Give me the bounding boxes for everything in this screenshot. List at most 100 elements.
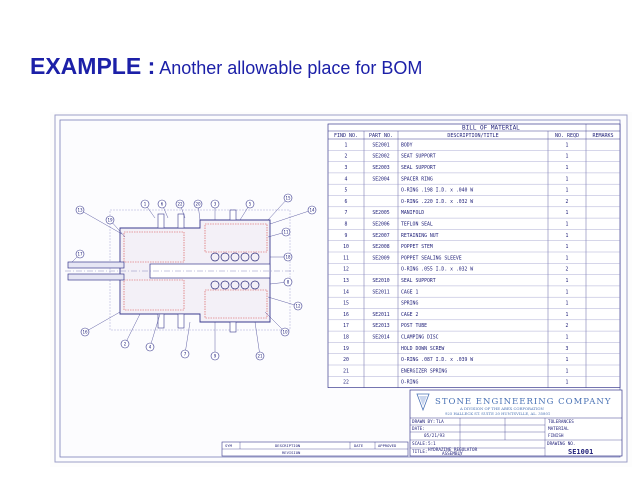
balloon-label: 2 <box>124 341 127 346</box>
bom-cell-description: BODY <box>401 142 413 148</box>
date-label: DATE: <box>412 426 425 432</box>
find-number-balloon: 15 <box>267 193 293 221</box>
bom-cell-find-no: 10 <box>343 244 349 250</box>
bom-header-remarks: REMARKS <box>592 133 613 139</box>
balloon-label: 4 <box>149 344 152 349</box>
bom-cell-find-no: 18 <box>343 334 349 340</box>
balloon-label: 15 <box>285 195 291 200</box>
revision-block: SYM DESCRIPTION DATE APPROVED REVISION <box>221 441 409 457</box>
bom-cell-part-no: SE2009 <box>372 255 389 261</box>
bom-cell-find-no: 6 <box>345 199 348 205</box>
bom-cell-description: SEAL SUPPORT <box>401 165 436 171</box>
bom-header-find-no: FIND NO. <box>334 133 358 139</box>
bom-frame <box>327 123 621 388</box>
bom-cell-qty: 1 <box>566 244 569 250</box>
find-number-balloon: 9 <box>210 322 220 361</box>
drawn-by-label: DRAWN BY: <box>412 419 435 425</box>
revision-caption: REVISION <box>282 450 301 455</box>
bom-row: 12 O-RING .055 I.D. x .032 W 2 <box>328 263 620 273</box>
balloon-label: 3 <box>214 201 217 206</box>
bom-cell-find-no: 20 <box>343 357 349 363</box>
bom-cell-find-no: 4 <box>345 176 348 182</box>
spring-coils-upper <box>210 252 260 262</box>
bom-cell-qty: 1 <box>566 255 569 261</box>
company-name: STONE ENGINEERING COMPANY <box>435 397 611 407</box>
bom-cell-find-no: 13 <box>343 278 349 284</box>
balloon-label: 14 <box>309 207 315 212</box>
bom-cell-description: O-RING <box>401 380 418 386</box>
title-block: STONE ENGINEERING COMPANY A DIVISION OF … <box>409 389 623 457</box>
bom-cell-qty: 2 <box>566 267 569 273</box>
bom-cell-description: O-RING .087 I.D. x .039 W <box>401 357 473 363</box>
cage-hatch-upper <box>204 223 268 253</box>
bom-cell-part-no: SE2011 <box>372 289 389 295</box>
balloon-label: 12 <box>295 303 301 308</box>
bom-cell-qty: 1 <box>566 357 569 363</box>
find-number-balloon: 17 <box>71 249 85 263</box>
bom-cell-part-no: SE2002 <box>372 154 389 160</box>
bom-cell-find-no: 12 <box>343 267 349 273</box>
balloon-label: 9 <box>214 353 217 358</box>
bom-cell-qty: 1 <box>566 380 569 386</box>
bom-cell-find-no: 9 <box>345 233 348 239</box>
bom-cell-part-no: SE2010 <box>372 278 389 284</box>
find-number-balloon: 1 <box>140 199 156 219</box>
company-subline-1: A DIVISION OF THE ABEX CORPORATION <box>459 406 545 411</box>
bom-cell-qty: 2 <box>566 323 569 329</box>
company-subline-2: 925 HALLECK ST. SUITE 20 HUNTSVILLE, AL.… <box>445 411 550 416</box>
bom-cell-qty: 1 <box>566 165 569 171</box>
bom-header-no-reqd: NO. REQD <box>555 133 579 139</box>
balloon-label: 10 <box>282 329 288 334</box>
bom-cell-find-no: 16 <box>343 312 349 318</box>
bom-cell-description: CAGE 2 <box>401 312 418 318</box>
bom-cell-find-no: 1 <box>345 142 348 148</box>
bom-cell-find-no: 22 <box>343 380 349 386</box>
balloon-label: 17 <box>77 251 83 256</box>
bom-cell-description: O-RING .055 I.D. x .032 W <box>401 267 473 273</box>
find-number-balloon: 14 <box>269 205 317 225</box>
revision-header-date: DATE <box>354 443 364 448</box>
balloon-label: 8 <box>287 279 290 284</box>
bom-cell-description: SPACER RING <box>401 176 433 182</box>
balloon-label: 5 <box>249 201 252 206</box>
bom-cell-description: MANIFOLD <box>401 210 424 216</box>
bom-title: BILL OF MATERIAL <box>462 125 520 132</box>
bom-cell-description: ENERGIZER SPRING <box>401 368 447 374</box>
assembly-envelope <box>109 209 291 331</box>
find-number-balloon: 12 <box>267 296 303 311</box>
title-label: TITLE: <box>412 449 428 455</box>
date-value: 05/21/93 <box>424 433 445 439</box>
find-number-balloon: 5 <box>239 199 255 221</box>
body-hatch-lower <box>123 279 185 311</box>
balloon-label: 22 <box>177 201 183 206</box>
drawing-number: SE1001 <box>568 448 593 456</box>
bom-cell-part-no: SE2014 <box>372 334 389 340</box>
tolerances-label: TOLERANCES <box>548 419 574 425</box>
bom-cell-qty: 1 <box>566 233 569 239</box>
find-number-balloon: 21 <box>254 321 265 361</box>
bom-cell-qty: 1 <box>566 176 569 182</box>
bom-cell-part-no: SE2005 <box>372 210 389 216</box>
bom-cell-qty: 1 <box>566 312 569 318</box>
inlet-tube-lower <box>67 273 125 281</box>
bom-cell-description: CLAMPING DISC <box>401 334 439 340</box>
bom-cell-qty: 2 <box>566 199 569 205</box>
inlet-tube-upper <box>67 261 125 269</box>
drawing-title-line-2: ASSEMBLY <box>442 451 463 457</box>
find-number-balloon: 13 <box>75 205 123 235</box>
bom-cell-qty: 1 <box>566 210 569 216</box>
bom-cell-qty: 1 <box>566 142 569 148</box>
bom-cell-find-no: 14 <box>343 289 349 295</box>
bom-cell-find-no: 21 <box>343 368 349 374</box>
bom-cell-part-no: SE2001 <box>372 142 389 148</box>
